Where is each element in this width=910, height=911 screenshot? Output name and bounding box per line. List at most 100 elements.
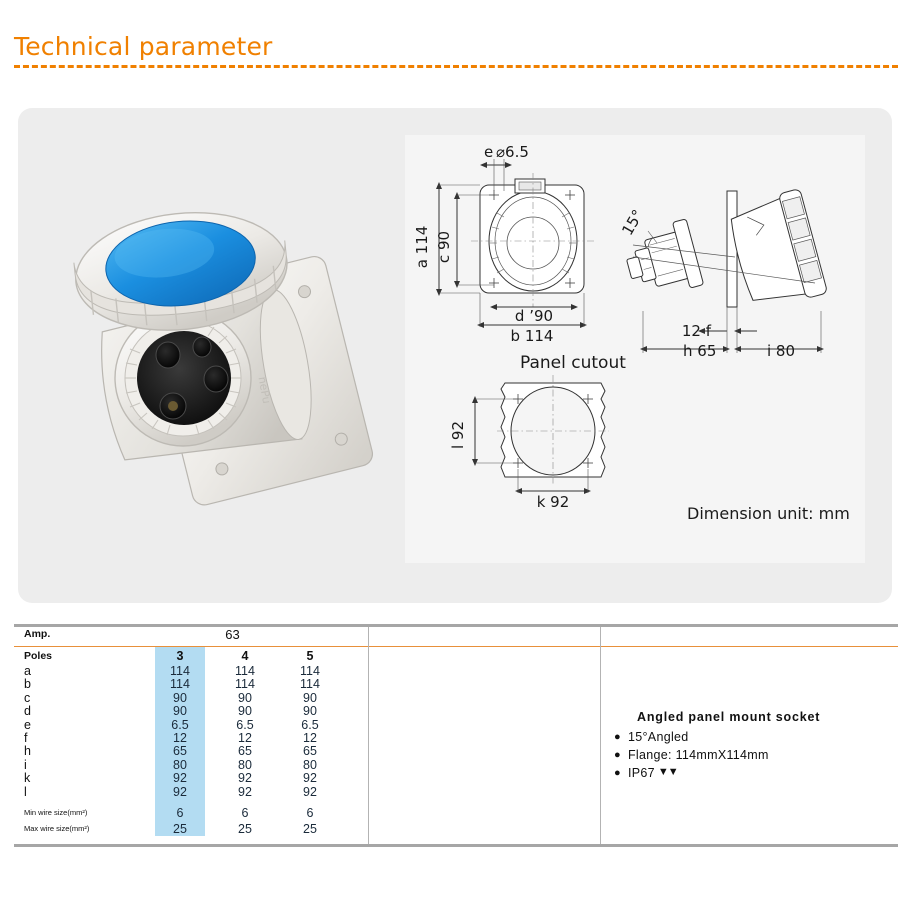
amp-value: 63: [225, 627, 240, 642]
table-cell: 114: [170, 664, 190, 678]
table-cell: 92: [238, 784, 252, 799]
panel-cutout-title: Panel cutout: [520, 353, 626, 373]
table-cell: 6.5: [301, 717, 319, 732]
table-cell: 80: [238, 757, 252, 772]
row-label: Poles: [24, 650, 53, 662]
illustration-panel: nePu: [18, 108, 892, 603]
table-cell: 114: [235, 664, 255, 678]
table-cell: 12: [238, 730, 252, 745]
table-row: b 114 114 114: [14, 678, 368, 691]
wire-size-cell: 25: [173, 822, 187, 836]
technical-drawing-panel: a 114 c 90 e ⌀6.5 d ’90 b 114 15° 12 f h…: [405, 135, 865, 563]
dim-label-h: h 65: [683, 342, 716, 360]
wire-size-cell: 6: [176, 806, 184, 820]
table-cell: 65: [173, 744, 187, 759]
wire-size-cell: 25: [238, 822, 252, 836]
socket-lid: [73, 212, 288, 331]
socket-front-ring: [114, 309, 252, 447]
table-cell: 12: [303, 730, 317, 745]
dim-label-k: k 92: [537, 493, 570, 511]
selected-column-highlight: [155, 647, 205, 836]
table-cell: 92: [303, 784, 317, 799]
row-label: i: [24, 757, 27, 772]
table-bottom-border: [14, 844, 898, 847]
table-cell: 4: [241, 649, 249, 663]
pin-hole: [192, 336, 212, 358]
row-label: a: [24, 664, 31, 678]
panel-cutout-drawing: [472, 375, 609, 494]
pin-hole: [155, 341, 181, 369]
bullet-icon: ●: [614, 767, 621, 779]
table-cell: 90: [238, 704, 252, 719]
table-cell: 90: [173, 704, 187, 719]
description-text: 15°Angled: [628, 730, 689, 744]
header-divider: [14, 65, 898, 68]
wire-size-label: Max wire size(mm²): [24, 824, 90, 833]
table-cell: 114: [235, 677, 255, 692]
description-text: Flange: 114mmX114mm: [628, 748, 769, 762]
water-droplet-icon: ▼▼: [657, 766, 679, 778]
side-view-drawing: [626, 189, 827, 353]
table-cell: 65: [238, 744, 252, 759]
table-cell: 114: [300, 677, 320, 692]
row-label: f: [24, 730, 28, 745]
table-row: h 65 65 65: [14, 745, 368, 758]
table-cell: 5: [306, 649, 314, 663]
dim-label-angle: 15°: [618, 206, 647, 238]
table-cell: 92: [173, 771, 187, 786]
dimension-unit-note: Dimension unit: mm: [687, 504, 850, 523]
front-view-drawing: [436, 159, 595, 328]
amp-label: Amp.: [24, 628, 51, 640]
row-label: c: [24, 690, 31, 705]
row-label: h: [24, 744, 31, 759]
table-cell: 90: [173, 690, 187, 705]
row-label: b: [24, 677, 31, 692]
table-cell: 92: [303, 771, 317, 786]
table-cell: 90: [303, 690, 317, 705]
table-cell: 6.5: [171, 717, 189, 732]
bullet-icon: ●: [614, 731, 621, 743]
wire-size-row: Min wire size(mm²) 6 6 6: [14, 806, 368, 822]
dim-label-e-diameter: ⌀6.5: [496, 143, 529, 161]
product-description: Angled panel mount socket ●15°Angled●Fla…: [614, 710, 894, 784]
product-photo: nePu: [73, 212, 374, 506]
table-row: d 90 90 90: [14, 705, 368, 718]
dim-label-d: d ’90: [515, 307, 553, 325]
description-text: IP67: [628, 766, 655, 780]
dim-label-i: i 80: [767, 342, 795, 360]
table-accent-rule: [14, 646, 898, 647]
table-top-border: [14, 624, 898, 627]
table-cell: 114: [170, 677, 190, 692]
wire-size-cell: 6: [306, 806, 314, 820]
amp-row: Amp. 63: [14, 626, 368, 646]
table-cell: 80: [303, 757, 317, 772]
brand-mark: nePu: [256, 376, 274, 405]
dim-label-a: a 114: [413, 226, 431, 269]
page-title: Technical parameter: [14, 32, 273, 61]
row-label: l: [24, 784, 27, 799]
table-cell: 65: [303, 744, 317, 759]
wire-size-label: Min wire size(mm²): [24, 808, 88, 817]
wire-size-cell: 6: [241, 806, 249, 820]
table-column-divider-1: [368, 627, 369, 844]
table-cell: 92: [238, 771, 252, 786]
dimension-drawings: a 114 c 90 e ⌀6.5 d ’90 b 114 15° 12 f h…: [413, 143, 827, 511]
table-column-divider-2: [600, 627, 601, 844]
bullet-icon: ●: [614, 749, 621, 761]
description-item: ● IP67▼▼: [614, 766, 894, 780]
wire-size-cell: 25: [303, 822, 317, 836]
row-label: e: [24, 717, 31, 732]
table-cell: 90: [303, 704, 317, 719]
dim-label-b: b 114: [511, 327, 554, 345]
row-label: d: [24, 704, 31, 719]
dim-label-f: 12 f: [682, 322, 712, 340]
